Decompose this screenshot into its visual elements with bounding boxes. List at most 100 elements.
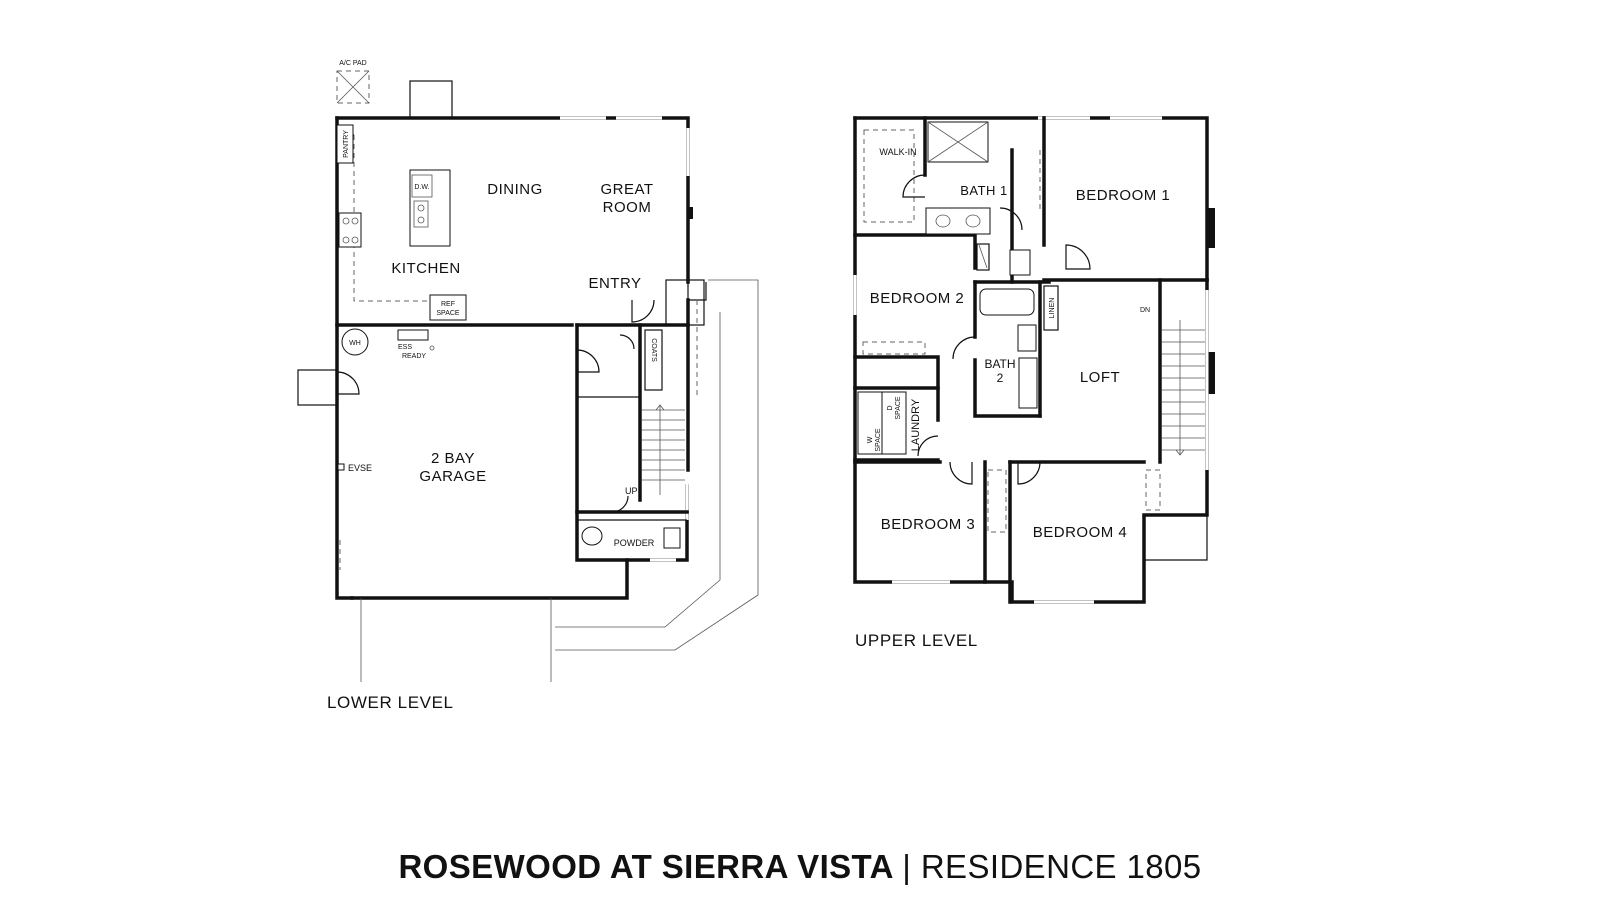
room-label-bedroom-2: BEDROOM 2 [870, 290, 965, 307]
room-label-walk-in: WALK-IN [879, 147, 916, 157]
walkway-outer [555, 279, 759, 651]
ref-label-2: SPACE [436, 310, 460, 317]
powder-sink [581, 526, 603, 546]
wh-label: WH [349, 340, 361, 347]
bath2-toilet [1017, 324, 1037, 352]
exterior-element [1207, 352, 1215, 394]
dryer-label-2: SPACE [895, 396, 902, 420]
room-label-bedroom-4: BEDROOM 4 [1033, 524, 1128, 541]
walk-in-door-swing [902, 174, 926, 198]
ess-outlet [429, 345, 435, 351]
pantry [336, 124, 354, 164]
bedroom3-door-swing [949, 461, 973, 485]
entry-door-swing [631, 299, 655, 323]
room-label-garage-1: 2 BAY [431, 450, 475, 467]
bath1-door-swing [999, 207, 1023, 231]
dryer-space [881, 391, 907, 455]
panel-diagonal [978, 244, 988, 269]
laundry-door-swing [917, 435, 939, 457]
shower-diagonal [927, 121, 989, 163]
bath2-vanity [1018, 357, 1038, 409]
sink-bowl [935, 214, 951, 228]
room-label-powder: POWDER [614, 538, 655, 548]
walk-in-shelving [863, 129, 915, 223]
plan-title: ROSEWOOD AT SIERRA VISTA | RESIDENCE 180… [0, 848, 1600, 886]
cooktop [338, 212, 362, 248]
upper-stair-treads [1162, 320, 1205, 456]
entry-recess [687, 282, 707, 301]
bathtub [979, 288, 1035, 316]
bedroom4-door-swing [1017, 461, 1041, 485]
exterior-wall [335, 116, 690, 284]
room-label-entry: ENTRY [588, 275, 641, 292]
ess-label-2: READY [402, 353, 426, 360]
exterior-light [687, 207, 693, 219]
stair-treads [642, 404, 685, 495]
residence-name: RESIDENCE 1805 [920, 848, 1202, 885]
burner [351, 236, 359, 244]
stair-wall-east [1142, 278, 1209, 517]
kitchen-counter [353, 135, 430, 302]
bedroom1-door-swing [1065, 244, 1091, 270]
room-label-bath-2a: BATH [984, 357, 1015, 371]
kitchen-island [409, 169, 451, 247]
powder-wall [575, 323, 629, 562]
pantry-label: PANTRY [343, 130, 350, 158]
bedroom2-closet [862, 341, 926, 355]
upper-level-caption: UPPER LEVEL [855, 631, 978, 650]
powder-door-swing [611, 495, 629, 513]
coats-label: COATS [650, 338, 657, 362]
linen-closet [1043, 285, 1059, 331]
washer-label-2: SPACE [875, 428, 882, 452]
wall-bath2-south [973, 358, 1042, 418]
dryer-label-1: D [887, 405, 894, 410]
dishwasher [411, 174, 433, 198]
washer-label-1: W [867, 436, 874, 443]
double-vanity [925, 207, 991, 235]
garage-side-door [336, 371, 360, 395]
up-label: UP [625, 486, 638, 496]
wall-bedroom2-south [853, 355, 940, 422]
room-label-bedroom-1: BEDROOM 1 [1076, 187, 1171, 204]
chimney [409, 80, 453, 119]
upper-level-plan: WALK-IN BATH 1 BEDROOM 1 BEDROOM 2 BATH … [853, 116, 1215, 650]
sink-bowl [965, 214, 981, 228]
room-label-dining: DINING [487, 181, 543, 198]
title-separator: | [902, 848, 912, 885]
garage-door-swing [576, 349, 600, 373]
room-label-great-room-1: GREAT [600, 181, 653, 198]
burner [351, 217, 359, 225]
room-label-loft: LOFT [1080, 369, 1120, 386]
exterior-wall-west [335, 116, 354, 600]
room-label-bedroom-3: BEDROOM 3 [881, 516, 976, 533]
upper-exterior-west-south [853, 116, 1146, 604]
stair-landing [1143, 515, 1208, 561]
ess-box [397, 329, 429, 341]
sink-drain [417, 204, 425, 212]
bedroom3-closet [987, 469, 1007, 533]
ac-pad-label: A/C PAD [339, 60, 367, 67]
lower-level-plan: A/C PAD PANTRY [297, 60, 759, 712]
sink-drain [417, 216, 425, 224]
vertical-panel [976, 243, 990, 271]
coats-closet [644, 329, 663, 391]
powder-toilet [663, 527, 681, 549]
ess-label-1: ESS [398, 344, 412, 351]
side-stoop [297, 369, 338, 406]
stair-closet [1145, 469, 1161, 511]
room-label-great-room-2: ROOM [603, 199, 652, 216]
dn-label: DN [1140, 307, 1150, 314]
bedroom2-door-swing [952, 336, 976, 360]
lower-level-caption: LOWER LEVEL [327, 693, 454, 712]
linen-label: LINEN [1049, 298, 1056, 319]
community-name: ROSEWOOD AT SIERRA VISTA [398, 848, 893, 885]
wall-bed2-north [853, 233, 977, 270]
evse-box [337, 463, 345, 471]
walkway-inner [555, 312, 721, 628]
dw-label: D.W. [414, 184, 429, 191]
room-label-laundry: LAUNDRY [910, 398, 922, 451]
room-label-kitchen: KITCHEN [391, 260, 460, 277]
exterior-element [1207, 208, 1215, 248]
burner [342, 217, 350, 225]
